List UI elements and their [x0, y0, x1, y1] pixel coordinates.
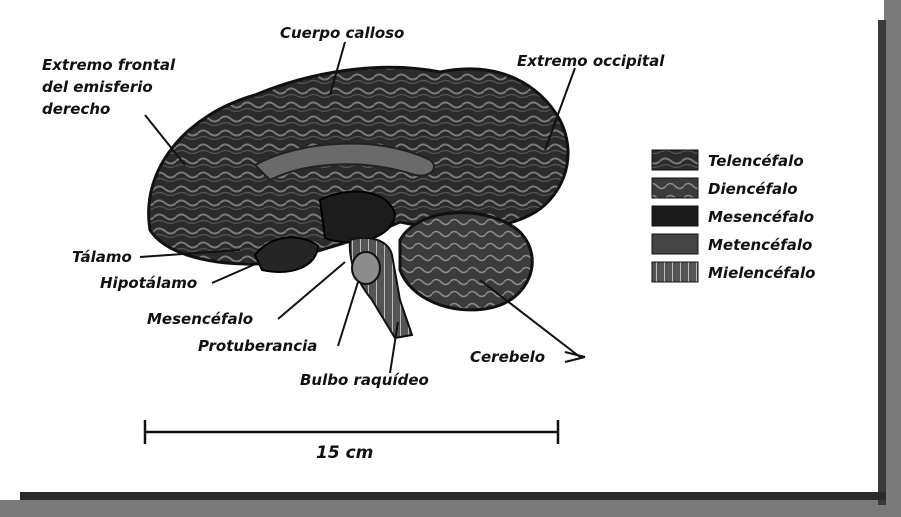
pons-shape	[352, 252, 380, 284]
legend-label-diencefalo: Diencéfalo	[708, 180, 798, 198]
legend-label-metencefalo: Metencéfalo	[708, 236, 812, 254]
label-cuerpo-calloso: Cuerpo calloso	[280, 24, 404, 42]
leader-cerebelo-tip2	[565, 357, 585, 362]
label-protuberancia: Protuberancia	[198, 337, 317, 355]
legend-swatch-metencefalo	[652, 234, 698, 254]
frame-shadow-bottom	[0, 500, 901, 517]
legend-label-mielencefalo: Mielencéfalo	[708, 264, 815, 282]
frame-edge-right	[878, 20, 886, 505]
legend-swatch-diencefalo	[652, 178, 698, 198]
scale-bar-label: 15 cm	[316, 443, 373, 463]
legend-swatch-mielencefalo	[652, 262, 698, 282]
leader-protuberancia	[338, 282, 358, 346]
label-extremo-frontal-3: derecho	[42, 100, 110, 118]
legend: Telencéfalo Diencéfalo Mesencéfalo Meten…	[652, 150, 815, 282]
cerebellum-shape	[400, 213, 532, 310]
frame-shadow-right	[884, 0, 901, 517]
label-bulbo: Bulbo raquídeo	[300, 371, 429, 389]
label-extremo-frontal-2: del emisferio	[42, 78, 153, 96]
label-extremo-frontal-1: Extremo frontal	[42, 56, 176, 74]
thalamus-shape	[320, 192, 395, 243]
label-mesencefalo: Mesencéfalo	[147, 310, 253, 328]
legend-swatch-telencefalo	[652, 150, 698, 170]
brain-illustration	[149, 67, 568, 338]
frame-edge-bottom	[20, 492, 886, 500]
legend-swatch-mesencefalo	[652, 206, 698, 226]
scale-bar	[145, 420, 558, 444]
label-cerebelo: Cerebelo	[470, 348, 545, 366]
label-extremo-occipital: Extremo occipital	[517, 52, 665, 70]
leader-cerebelo	[480, 280, 580, 357]
label-hipotalamo: Hipotálamo	[100, 274, 197, 292]
legend-label-telencefalo: Telencéfalo	[708, 152, 804, 170]
legend-label-mesencefalo: Mesencéfalo	[708, 208, 814, 226]
label-talamo: Tálamo	[72, 248, 132, 266]
